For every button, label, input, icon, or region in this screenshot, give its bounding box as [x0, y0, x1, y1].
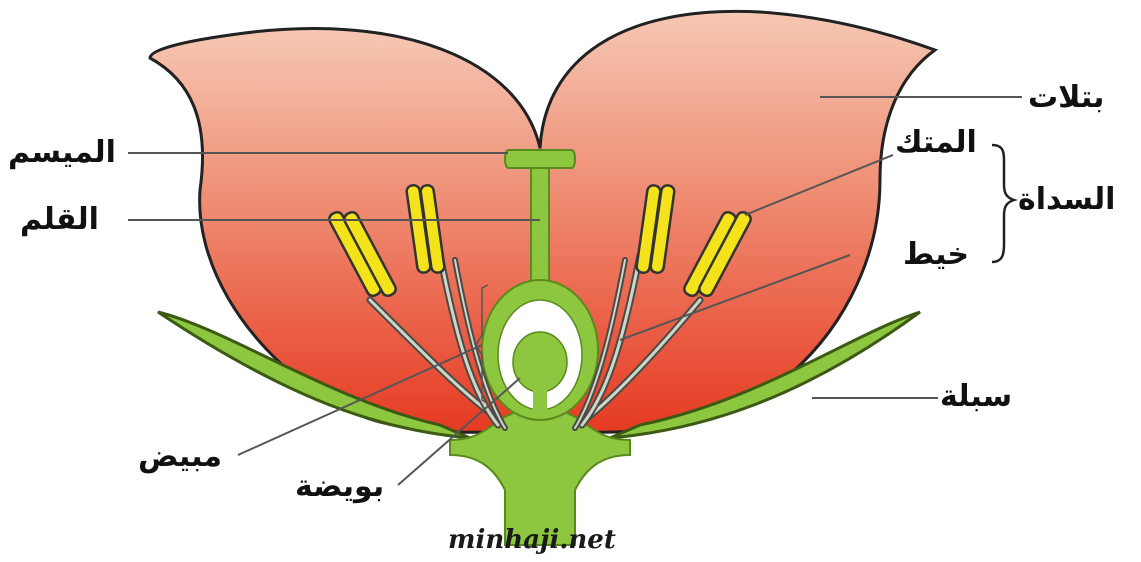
label-filament: خيط	[903, 240, 969, 270]
label-style: القلم	[20, 205, 99, 235]
style	[531, 162, 549, 297]
label-anther: المتك	[895, 128, 977, 158]
label-stigma: الميسم	[8, 138, 116, 168]
ovule	[513, 332, 567, 392]
stigma	[505, 150, 575, 168]
label-ovary: مبيض	[138, 442, 222, 472]
watermark: minhaji.net	[448, 525, 616, 555]
ovule-stalk	[533, 390, 547, 412]
stamen-brace	[992, 145, 1014, 262]
label-petals: بتلات	[1028, 83, 1104, 113]
label-sepal: سبلة	[940, 382, 1012, 412]
label-ovule: بويضة	[295, 472, 384, 502]
label-stamen: السداة	[1018, 185, 1115, 215]
